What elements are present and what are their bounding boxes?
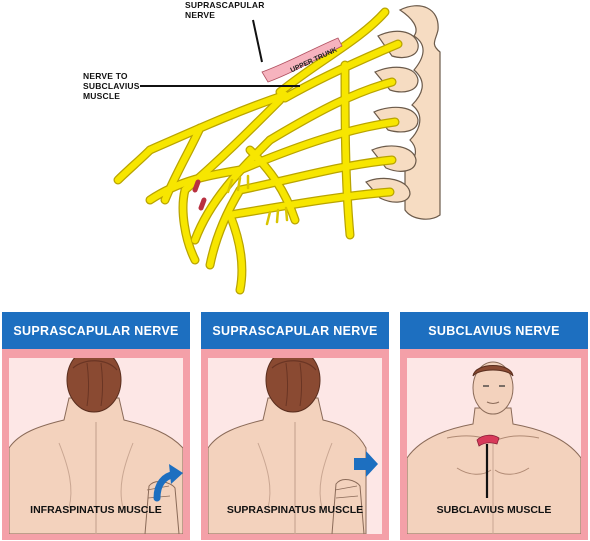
panel-illustration: SUBCLAVIUS MUSCLE: [407, 358, 581, 534]
callout-lines: [140, 19, 300, 87]
panel-supraspinatus: SUPRASCAPULAR NERVE SUPRASPINATUS MUSCLE: [201, 312, 389, 540]
muscle-label: SUPRASPINATUS MUSCLE: [226, 504, 364, 516]
curved-arrow-icon: [153, 464, 183, 502]
panel-title: SUPRASCAPULAR NERVE: [2, 312, 190, 349]
subclavius-nerve-callout: NERVE TO SUBCLAVIUS MUSCLE: [83, 71, 140, 101]
front-figure-illustration: [407, 361, 581, 534]
panel-frame: SUPRASPINATUS MUSCLE: [201, 349, 389, 540]
muscle-label: INFRASPINATUS MUSCLE: [30, 504, 162, 516]
suprascapular-nerve-callout: SUPRASCAPULAR NERVE: [185, 0, 265, 20]
panel-subclavius: SUBCLAVIUS NERVE SUBCLAVIUS MUSCLE: [400, 312, 588, 540]
back-figure-illustration: [9, 358, 183, 534]
panel-infraspinatus: SUPRASCAPULAR NERVE INFRASPINATUS MUSCLE: [2, 312, 190, 540]
nerve-network: [113, 7, 403, 295]
panel-frame: SUBCLAVIUS MUSCLE: [400, 349, 588, 540]
muscle-label: SUBCLAVIUS MUSCLE: [436, 504, 552, 516]
brachial-plexus-diagram: UPPER TRUNK: [113, 5, 441, 295]
spinal-column: [365, 5, 441, 220]
right-arrow-icon: [354, 451, 378, 477]
panel-illustration: INFRASPINATUS MUSCLE: [9, 358, 183, 534]
panel-frame: INFRASPINATUS MUSCLE: [2, 349, 190, 540]
panel-illustration: SUPRASPINATUS MUSCLE: [208, 358, 382, 534]
panel-title: SUPRASCAPULAR NERVE: [201, 312, 389, 349]
panel-title: SUBCLAVIUS NERVE: [400, 312, 588, 349]
back-figure-illustration: [208, 358, 367, 534]
